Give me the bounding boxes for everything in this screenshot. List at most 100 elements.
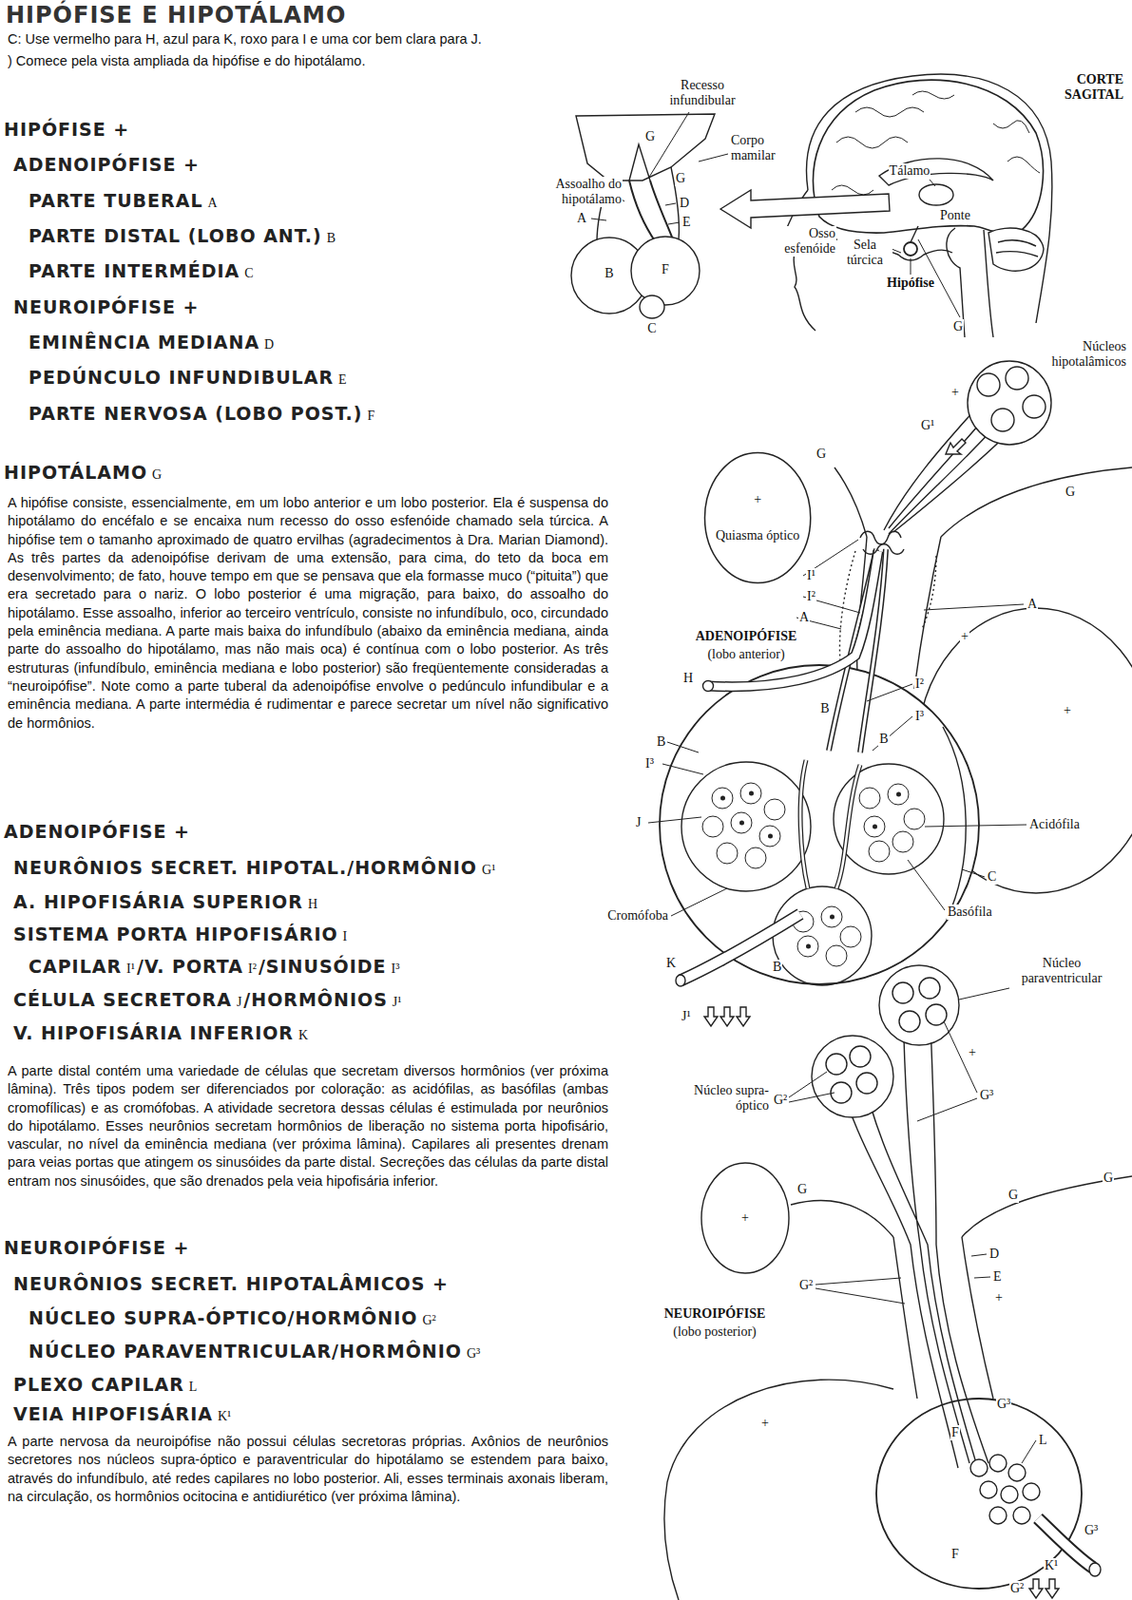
pars-intermedia bbox=[639, 295, 665, 319]
key-letter: B bbox=[326, 230, 336, 246]
callout-letter: A bbox=[575, 211, 588, 227]
primary-capillary bbox=[860, 531, 904, 555]
part-label: Recesso infundibular bbox=[653, 77, 751, 109]
callout-letter: G bbox=[1007, 1188, 1019, 1204]
leader-lines bbox=[788, 988, 1037, 1464]
capillary bbox=[970, 1459, 988, 1478]
key-letter: D bbox=[264, 337, 274, 352]
part-label: Basófila bbox=[946, 904, 994, 921]
neuron bbox=[919, 978, 941, 999]
key-row: PEDÚNCULO INFUNDIBULAR E bbox=[28, 365, 349, 392]
key-row: NEURÔNIOS SECRET. HIPOTAL./HORMÔNIOG¹ bbox=[13, 856, 498, 883]
posterior-lobe bbox=[876, 1399, 1082, 1590]
callout-letter: K bbox=[665, 956, 677, 972]
callout-letter: B bbox=[771, 959, 783, 976]
callout-letter: A bbox=[1026, 596, 1038, 613]
key-row: PARTE INTERMÉDIA C bbox=[28, 259, 256, 286]
key-row: CAPILARI¹/V. PORTAI²/SINUSÓIDEI³ bbox=[28, 955, 402, 981]
optic-chiasm bbox=[701, 1163, 789, 1274]
callout-letter: G³ bbox=[1083, 1523, 1099, 1539]
part-label: Núcleo supra-óptico bbox=[682, 1083, 770, 1114]
cerebellum bbox=[988, 228, 1044, 271]
key-letter: H bbox=[307, 897, 318, 912]
cell bbox=[868, 841, 890, 863]
part-label: Sela túrcica bbox=[837, 237, 893, 269]
key-term: NEURÔNIOS SECRET. HIPOTAL./HORMÔNIO bbox=[13, 857, 478, 879]
callout-letter: F bbox=[950, 1425, 960, 1441]
cell bbox=[825, 945, 847, 967]
callout-letter: G bbox=[644, 129, 656, 145]
part-label: Hipófise bbox=[885, 275, 936, 291]
callout-letter: G bbox=[815, 446, 827, 462]
callout-letter: B bbox=[655, 734, 667, 750]
key-row: EMINÊNCIA MEDIANAD bbox=[28, 330, 276, 357]
hypothalamus-floor bbox=[834, 467, 1132, 538]
part-label: Acidófila bbox=[1028, 817, 1081, 833]
key-row: A. HIPOFISÁRIA SUPERIORH bbox=[13, 890, 320, 917]
pointer-arrow bbox=[720, 190, 890, 229]
part-label: Núcleos hipotalâmicos bbox=[1049, 339, 1128, 370]
key-row: NEUROIPÓFISE + bbox=[3, 1236, 190, 1260]
key-row: PARTE DISTAL (LOBO ANT.)B bbox=[28, 224, 338, 250]
vein-lumen bbox=[680, 914, 801, 981]
callout-letter: + bbox=[967, 1045, 978, 1061]
capillary bbox=[989, 1455, 1007, 1473]
part-label: ADENOIPÓFISE bbox=[694, 629, 799, 645]
coloring-instruction: ) Comece pela vista ampliada da hipófise… bbox=[7, 52, 609, 71]
callout-letter: C bbox=[986, 869, 998, 885]
corpus-callosum bbox=[879, 158, 994, 186]
neuron bbox=[899, 1011, 921, 1033]
key-row: PARTE TUBERALA bbox=[28, 189, 220, 215]
key-letter: I² bbox=[248, 961, 257, 977]
callout-letter: J bbox=[634, 815, 642, 831]
inferior-hypophyseal-vein bbox=[680, 914, 801, 981]
leader-lines bbox=[838, 179, 960, 318]
key-letter: C bbox=[244, 266, 253, 281]
hormone-arrow bbox=[736, 1007, 750, 1027]
cell bbox=[903, 808, 925, 830]
hormone-arrow bbox=[1045, 1579, 1059, 1599]
pars-intermedia bbox=[942, 727, 966, 921]
capillary bbox=[1022, 1483, 1040, 1501]
key-term: PARTE NERVOSA (LOBO POST.) bbox=[28, 402, 364, 424]
callout-letter: I³ bbox=[644, 756, 655, 772]
supraoptic-nucleus bbox=[811, 1036, 894, 1118]
key-letter: I¹ bbox=[126, 961, 135, 977]
key-row: HIPOTÁLAMOG bbox=[3, 460, 164, 487]
neuron bbox=[825, 1054, 847, 1075]
callout-letter: C bbox=[646, 321, 657, 337]
key-term: PEDÚNCULO INFUNDIBULAR bbox=[28, 366, 334, 388]
part-label: (lobo posterior) bbox=[671, 1324, 757, 1341]
neuron bbox=[977, 373, 1000, 397]
callout-letter: + bbox=[950, 384, 960, 401]
neuron bbox=[1022, 395, 1046, 419]
cell bbox=[745, 847, 767, 869]
posterior-lobe bbox=[631, 236, 700, 306]
key-letter: K bbox=[298, 1028, 308, 1043]
key-row: ADENOIPÓFISE + bbox=[3, 820, 191, 844]
key-letter: A bbox=[208, 195, 218, 211]
key-letter: E bbox=[338, 372, 347, 387]
neurohypophysis-figure bbox=[664, 965, 1132, 1600]
key-term: ADENOIPÓFISE + bbox=[3, 821, 191, 843]
callout-letter: G³ bbox=[978, 1088, 995, 1104]
body-paragraph: A parte distal contém uma variedade de c… bbox=[7, 1062, 609, 1191]
secretory-cells bbox=[702, 783, 925, 967]
key-row: CÉLULA SECRETORAJ/HORMÔNIOSJ¹ bbox=[13, 988, 403, 1015]
callout-letter: G bbox=[796, 1182, 808, 1198]
part-label: CORTE SAGITAL bbox=[1054, 72, 1125, 103]
anterior-lobe-outline bbox=[664, 1380, 894, 1600]
callout-letter: B bbox=[819, 701, 830, 717]
key-letter: G² bbox=[422, 1313, 436, 1328]
gyri bbox=[831, 91, 1040, 195]
key-term: /HORMÔNIOS bbox=[243, 989, 388, 1011]
callout-letter: + bbox=[1062, 703, 1073, 719]
callout-letter: G¹ bbox=[920, 418, 936, 434]
callout-letter: D bbox=[988, 1247, 1000, 1263]
neuron bbox=[892, 982, 914, 1004]
callout-letter: I³ bbox=[914, 709, 925, 725]
part-label: (lobo anterior) bbox=[706, 647, 786, 663]
key-term: PARTE DISTAL (LOBO ANT.) bbox=[28, 225, 323, 247]
body-paragraph: A parte nervosa da neuroipófise não poss… bbox=[7, 1433, 609, 1507]
key-term: PARTE INTERMÉDIA bbox=[28, 260, 240, 282]
